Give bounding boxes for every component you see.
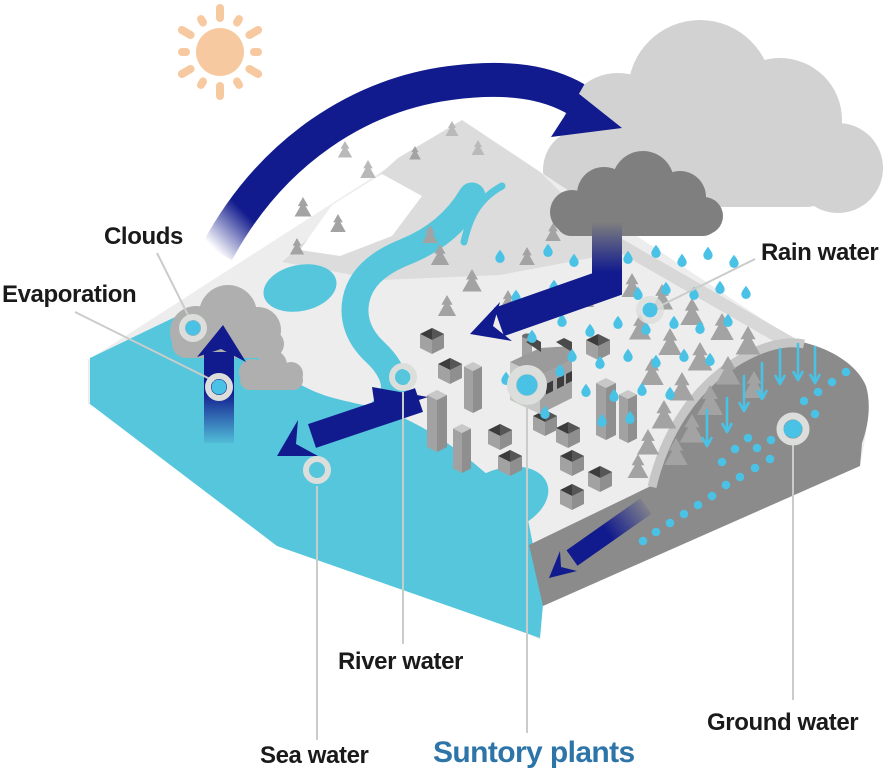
house-building xyxy=(488,424,512,450)
arrow-rainfall-to-land xyxy=(470,222,622,341)
suntory-plants-marker xyxy=(507,365,547,405)
groundwater-infiltration-arrows xyxy=(701,342,821,448)
house-building xyxy=(420,328,444,354)
leader-lines xyxy=(74,252,794,740)
label-clouds: Clouds xyxy=(104,223,183,250)
tower-building xyxy=(596,378,616,440)
tower-building xyxy=(464,362,482,413)
house-building xyxy=(560,450,584,476)
arrow-river-to-sea xyxy=(277,387,428,456)
label-rain-water: Rain water xyxy=(761,239,879,266)
rain-water-marker xyxy=(636,296,664,324)
leader-line-evaporation xyxy=(74,311,215,382)
clouds-marker xyxy=(179,314,207,342)
leader-line-rain-water xyxy=(653,258,756,310)
leader-line-clouds xyxy=(156,252,192,322)
lake xyxy=(455,466,549,534)
house-building xyxy=(498,450,522,476)
tower-building xyxy=(619,390,637,443)
arrow-evaporation-to-cloud xyxy=(202,62,622,261)
groundwater-dots xyxy=(638,367,851,546)
house-building xyxy=(588,466,612,492)
point-markers xyxy=(179,296,810,484)
house-building xyxy=(438,358,462,384)
mountain xyxy=(282,120,622,280)
arrow-groundwater-flow xyxy=(549,498,652,578)
rain-cloud-icon xyxy=(550,151,723,236)
label-suntory-plants: Suntory plants xyxy=(433,736,635,769)
pond xyxy=(263,264,337,312)
tower-building xyxy=(453,424,471,473)
ground-water-marker xyxy=(776,412,810,446)
house-building xyxy=(586,334,610,360)
label-evaporation: Evaporation xyxy=(2,281,137,308)
label-river-water: River water xyxy=(338,648,463,675)
label-ground-water: Ground water xyxy=(707,709,859,736)
house-building xyxy=(560,484,584,510)
river-water-marker xyxy=(389,363,417,391)
house-building xyxy=(556,422,580,448)
tower-building xyxy=(427,390,447,452)
sea-water-marker xyxy=(303,456,331,484)
label-sea-water: Sea water xyxy=(260,742,369,769)
evaporation-marker xyxy=(205,373,233,401)
sun-icon xyxy=(177,4,263,100)
